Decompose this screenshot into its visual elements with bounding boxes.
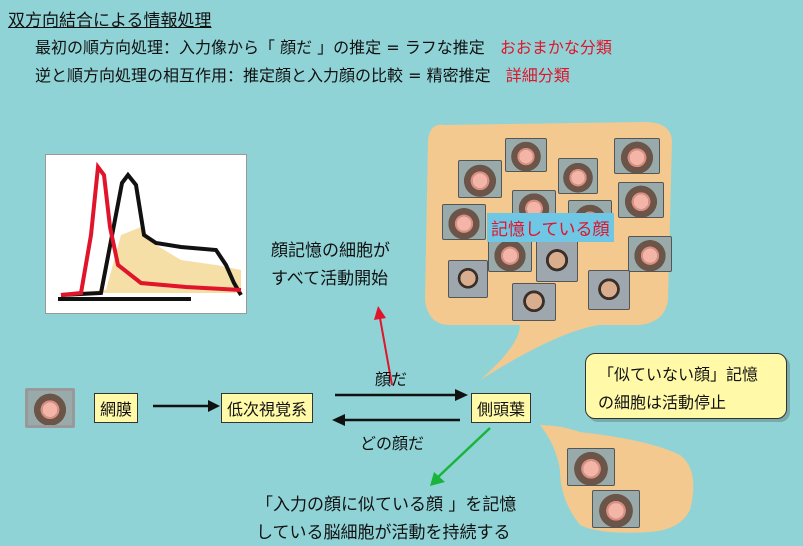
rough-classification-highlight: おおまかな分類	[499, 38, 612, 57]
temporal-lobe-box: 側頭葉	[471, 393, 532, 423]
stop-activity-text-1: 「似ていない顔」記憶	[598, 365, 759, 384]
rough-estimate-line: 最初の順方向処理：入力像から「 顔だ 」の推定 = ラフな推定 おおまかな分類	[35, 34, 612, 58]
forward-label: 顔だ	[375, 370, 408, 389]
monkey-face-icon	[458, 160, 502, 198]
low-visual-box: 低次視覚系	[221, 393, 314, 423]
monkey-face-icon	[592, 490, 640, 528]
rough-estimate-text: 最初の順方向処理：入力像から「 顔だ 」の推定 = ラフな推定	[35, 38, 485, 57]
human-face-icon	[588, 270, 630, 310]
human-face-icon	[512, 283, 556, 321]
activation-text-2: すべて活動開始	[271, 269, 389, 289]
fine-classification-highlight: 詳細分類	[505, 66, 570, 85]
red-response-line	[60, 161, 242, 297]
activation-text-1: 顔記憶の細胞が	[271, 241, 390, 261]
retina-box: 網膜	[94, 393, 139, 423]
input-monkey-face-icon	[25, 388, 75, 428]
fine-estimate-text: 逆と順方向処理の相互作用：推定顔と入力顔の比較 = 精密推定	[35, 66, 491, 85]
page-title: 双方向結合による情報処理	[8, 11, 212, 31]
monkey-face-icon	[567, 448, 615, 486]
response-curve-panel	[45, 154, 247, 314]
fine-estimate-line: 逆と順方向処理の相互作用：推定顔と入力顔の比較 = 精密推定 詳細分類	[35, 62, 570, 86]
monkey-face-icon	[558, 158, 598, 194]
response-area	[61, 227, 241, 293]
monkey-face-icon	[505, 138, 547, 172]
stop-activity-text-2: の細胞は活動停止	[598, 393, 727, 412]
response-curve-graph	[58, 161, 243, 301]
black-response-line	[60, 171, 243, 297]
stop-activity-callout: 「似ていない顔」記憶 の細胞は活動停止	[585, 353, 787, 419]
monkey-face-icon	[442, 204, 486, 240]
monkey-face-icon	[488, 236, 532, 272]
sustain-text-1: 「入力の顔に似ている顔 」を記憶	[256, 495, 517, 515]
monkey-face-icon	[618, 182, 664, 218]
monkey-face-icon	[628, 236, 672, 272]
backward-label: どの顔だ	[360, 434, 425, 453]
monkey-face-icon	[614, 138, 660, 174]
sustain-arrow	[436, 427, 491, 479]
human-face-icon	[536, 240, 578, 282]
human-face-icon	[448, 260, 488, 298]
sustain-text-2: している脳細胞が活動を持続する	[256, 523, 511, 543]
memory-faces-label: 記憶している顔	[487, 213, 614, 242]
activation-arrow	[379, 317, 393, 386]
